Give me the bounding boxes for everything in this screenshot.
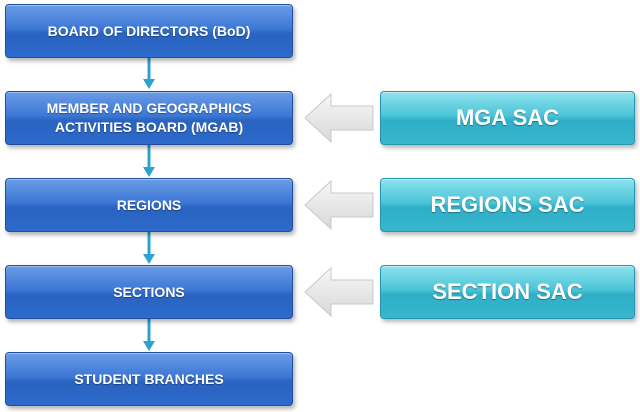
student-branches-box: STUDENT BRANCHES bbox=[5, 352, 293, 406]
connector-mgab-to-regions bbox=[143, 145, 155, 177]
regions-box: REGIONS bbox=[5, 178, 293, 232]
regions-sac-label: REGIONS SAC bbox=[430, 192, 585, 217]
sections-label: SECTIONS bbox=[113, 283, 185, 300]
mgab-label: MEMBER AND GEOGRAPHICS ACTIVITIES BOARD … bbox=[46, 100, 252, 135]
section-sac-box: SECTION SAC bbox=[380, 265, 635, 319]
section-sac-label: SECTION SAC bbox=[432, 279, 583, 304]
regions-sac-box: REGIONS SAC bbox=[380, 178, 635, 232]
connector-bod-to-mgab bbox=[143, 58, 155, 89]
mga-sac-arrow bbox=[304, 92, 374, 144]
sections-box: SECTIONS bbox=[5, 265, 293, 319]
section-sac-arrow bbox=[304, 266, 374, 318]
mga-sac-label: MGA SAC bbox=[455, 105, 560, 130]
connector-regions-to-sections bbox=[143, 232, 155, 264]
bod-box: BOARD OF DIRECTORS (BoD) bbox=[5, 4, 293, 58]
bod-label: BOARD OF DIRECTORS (BoD) bbox=[47, 22, 251, 39]
connector-sections-to-student-branches bbox=[143, 319, 155, 351]
regions-sac-arrow bbox=[304, 179, 374, 231]
student-branches-label: STUDENT BRANCHES bbox=[74, 370, 224, 387]
mgab-box: MEMBER AND GEOGRAPHICS ACTIVITIES BOARD … bbox=[5, 91, 293, 145]
regions-label: REGIONS bbox=[116, 196, 182, 213]
mga-sac-box: MGA SAC bbox=[380, 91, 635, 145]
